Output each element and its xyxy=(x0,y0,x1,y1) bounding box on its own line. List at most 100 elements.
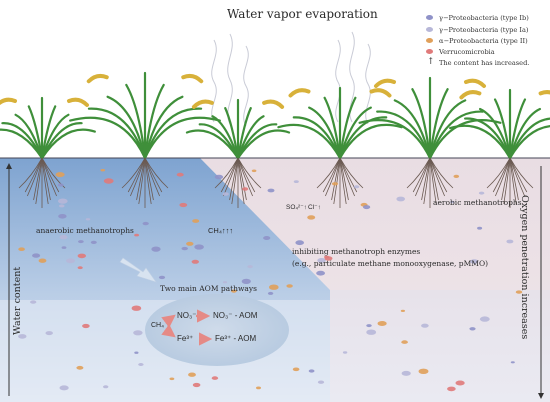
type-ia-marker-icon xyxy=(426,27,433,32)
bacterium-particle xyxy=(188,372,196,377)
bacterium-particle xyxy=(400,309,405,312)
bacterium-particle xyxy=(38,258,47,263)
bacterium-particle xyxy=(478,191,485,195)
ch4-label: CH₄ xyxy=(151,322,164,329)
bacterium-particle xyxy=(66,258,75,264)
legend-label: The content has increased. xyxy=(439,59,530,67)
leaf xyxy=(508,125,550,160)
bacterium-particle xyxy=(158,275,166,280)
leaf xyxy=(449,124,512,160)
bacterium-particle xyxy=(45,331,53,336)
bacterium-particle xyxy=(151,246,161,252)
bacterium-particle xyxy=(61,246,67,249)
type-ib-marker-icon xyxy=(426,15,433,20)
leaf xyxy=(143,116,221,160)
bacterium-particle xyxy=(510,361,515,364)
oxygen-axis-label: Oxygen penetration increases xyxy=(519,195,530,340)
root-cluster xyxy=(18,157,66,208)
bacterium-particle xyxy=(191,259,199,264)
bacterium-particle xyxy=(76,365,84,370)
bacterium-particle xyxy=(256,386,261,390)
bacterium-particle xyxy=(194,244,204,250)
bacterium-particle xyxy=(211,376,219,380)
bacterium-particle xyxy=(317,380,325,384)
grain-head xyxy=(67,97,89,107)
iron-aom-label: Fe³⁺ - AOM xyxy=(215,334,257,343)
bacterium-particle xyxy=(131,305,142,311)
root xyxy=(144,157,169,189)
bacterium-particle xyxy=(241,278,251,284)
bacterium-particle xyxy=(401,340,408,344)
bacterium-particle xyxy=(363,205,371,210)
bacterium-particle xyxy=(214,174,224,180)
bacterium-particle xyxy=(82,323,90,329)
bacteria-particles xyxy=(18,169,523,392)
bacterium-particle xyxy=(32,253,41,258)
bacterium-particle xyxy=(77,266,83,270)
bacterium-particle xyxy=(263,236,271,240)
bacterium-particle xyxy=(366,329,377,335)
root xyxy=(429,157,454,189)
bacterium-particle xyxy=(308,369,315,373)
bacterium-particle xyxy=(192,219,200,223)
bacterium-particle xyxy=(366,324,372,328)
bacterium-particle xyxy=(396,196,406,202)
leaf xyxy=(277,123,342,160)
leaf xyxy=(338,123,403,160)
bacterium-particle xyxy=(222,192,229,196)
bacterium-particle xyxy=(222,281,228,284)
iron-label: Fe³⁺ xyxy=(177,334,194,343)
bacterium-particle xyxy=(307,215,316,220)
legend-label: γ−Proteobacteria (type Ia) xyxy=(439,26,529,34)
bacterium-particle xyxy=(247,265,253,269)
grain-head xyxy=(369,88,392,98)
bacterium-particle xyxy=(142,221,149,226)
rice-plant xyxy=(358,76,502,160)
bacterium-particle xyxy=(242,187,249,191)
leaf xyxy=(143,83,165,160)
leaf xyxy=(464,117,512,160)
bacterium-particle xyxy=(477,226,483,230)
anaerobic-label: anaerobic methanotrophs xyxy=(36,226,134,235)
leaf xyxy=(236,129,291,160)
bacterium-particle xyxy=(77,253,87,259)
bacterium-particle xyxy=(418,368,429,374)
pathway-pointer-arrow xyxy=(119,257,157,283)
grain-head xyxy=(538,90,550,96)
bacterium-particle xyxy=(57,183,64,187)
legend-label: Verrucomicrobia xyxy=(439,48,495,56)
bacterium-particle xyxy=(447,386,456,392)
nitrate-aom-label: NO₃⁻ - AOM xyxy=(213,311,258,320)
bacterium-particle xyxy=(317,258,326,263)
rice-plant xyxy=(69,71,221,160)
bacterium-particle xyxy=(58,198,68,204)
leaf xyxy=(106,95,147,160)
root xyxy=(237,157,262,189)
chloride-label: Cl⁻↑ xyxy=(308,204,321,211)
type-ii-marker-icon xyxy=(426,38,433,43)
diagram-title: Water vapor evaporation xyxy=(227,7,378,21)
bacterium-particle xyxy=(90,240,97,244)
bacterium-particle xyxy=(134,233,140,237)
aom-arrows xyxy=(161,309,213,346)
bacterium-particle xyxy=(479,316,490,322)
bacterium-particle xyxy=(267,188,275,193)
legend-label: α−Proteobacteria (type II) xyxy=(439,37,528,45)
rice-plant xyxy=(185,98,291,160)
legend-item-type-ia: γ−Proteobacteria (type Ia) xyxy=(426,26,529,34)
grain-head xyxy=(262,99,285,109)
vapor-wisps xyxy=(211,31,371,127)
bacterium-particle xyxy=(58,214,67,219)
bacterium-particle xyxy=(169,377,175,381)
bacterium-particle xyxy=(30,300,37,304)
bacterium-particle xyxy=(506,239,514,244)
bacterium-particle xyxy=(59,385,69,391)
legend-item-type-ii: α−Proteobacteria (type II) xyxy=(426,37,528,45)
bacterium-particle xyxy=(59,204,65,208)
bacterium-particle xyxy=(18,247,25,251)
root xyxy=(339,157,364,189)
bacterium-particle xyxy=(186,241,194,246)
bacterium-particle xyxy=(353,185,360,189)
aom-title: Two main AOM pathways xyxy=(160,284,257,293)
